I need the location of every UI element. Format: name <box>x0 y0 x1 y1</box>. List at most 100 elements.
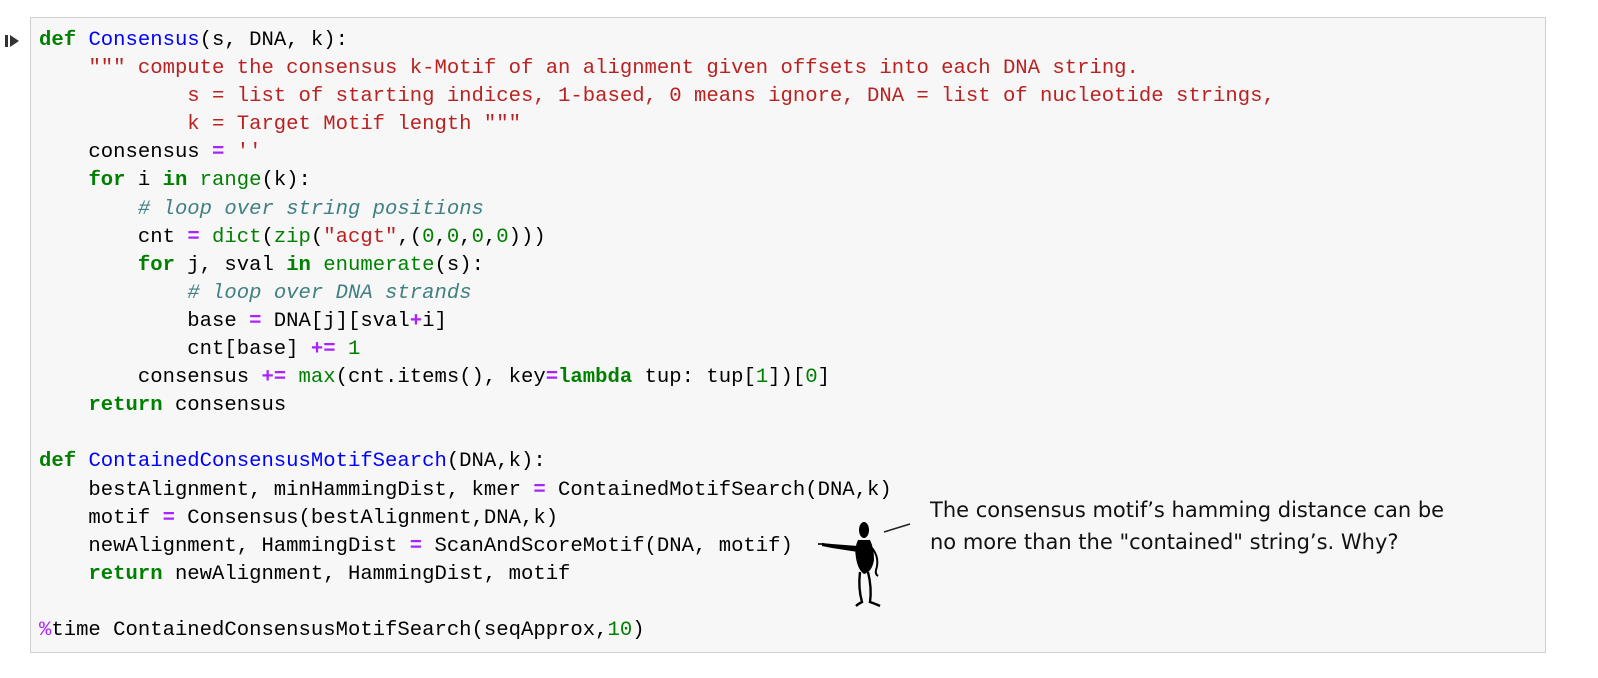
code-token: 10 <box>607 618 633 642</box>
code-token: # loop over DNA strands <box>187 281 472 305</box>
code-token: bestAlignment, minHammingDist, kmer <box>39 478 534 502</box>
code-token: newAlignment, HammingDist, motif <box>162 562 571 586</box>
code-line: """ compute the consensus k-Motif of an … <box>39 55 1275 83</box>
code-token: ( <box>310 225 324 249</box>
code-token: , <box>434 225 447 249</box>
code-line: consensus = '' <box>39 139 1275 167</box>
code-line: cnt[base] += 1 <box>39 336 1275 364</box>
code-token: Consensus <box>88 29 200 52</box>
code-editor[interactable]: def Consensus(s, DNA, k): """ compute th… <box>39 27 1275 645</box>
code-token: += <box>261 366 287 390</box>
code-token: zip <box>273 225 311 249</box>
code-token: 0 <box>422 225 435 249</box>
code-token: 1 <box>755 366 769 390</box>
code-line: return newAlignment, HammingDist, motif <box>39 561 1275 589</box>
code-token: ])[ <box>768 366 806 390</box>
code-token <box>311 254 323 277</box>
code-cell[interactable]: def Consensus(s, DNA, k): """ compute th… <box>30 17 1546 653</box>
code-line: %time ContainedConsensusMotifSearch(seqA… <box>39 617 1275 645</box>
code-token <box>39 282 187 305</box>
code-token: = <box>545 366 559 390</box>
code-token: # loop over string positions <box>137 197 484 221</box>
code-line: motif = Consensus(bestAlignment,DNA,k) <box>39 505 1275 533</box>
code-token: cnt <box>39 225 188 249</box>
code-token <box>39 169 88 192</box>
code-token: range <box>199 169 262 193</box>
code-token: newAlignment, HammingDist <box>39 534 410 558</box>
code-line: def Consensus(s, DNA, k): <box>39 27 1275 55</box>
code-line: base = DNA[j][sval+i] <box>39 308 1275 336</box>
code-token: ] <box>817 366 830 390</box>
code-line: consensus += max(cnt.items(), key=lambda… <box>39 364 1275 392</box>
code-token: (s, DNA, k): <box>199 29 348 52</box>
run-cell-icon[interactable] <box>4 33 20 49</box>
code-token: DNA[j][sval <box>261 309 410 333</box>
code-token: ScanAndScoreMotif(DNA, motif) <box>422 534 793 558</box>
code-token: = <box>409 534 423 558</box>
code-token: def <box>39 29 77 52</box>
code-token: motif <box>39 506 163 530</box>
code-line: def ContainedConsensusMotifSearch(DNA,k)… <box>39 448 1275 476</box>
code-token: = <box>533 478 546 502</box>
code-token: "acgt" <box>323 225 398 249</box>
code-token: ContainedConsensusMotifSearch <box>88 450 447 474</box>
code-token: ContainedMotifSearch(DNA,k) <box>545 478 892 502</box>
code-token <box>286 366 298 389</box>
code-line: for j, sval in enumerate(s): <box>39 252 1275 280</box>
code-token: dict <box>212 225 262 249</box>
code-token: '' <box>236 141 262 165</box>
code-token: j, sval <box>174 253 287 277</box>
code-token <box>336 338 348 361</box>
code-token: consensus <box>39 366 262 390</box>
code-line: s = list of starting indices, 1-based, 0… <box>39 83 1275 111</box>
code-token: ) <box>632 618 645 642</box>
code-token: (cnt.items(), key <box>335 366 546 390</box>
code-token <box>76 450 88 473</box>
code-token: = <box>162 506 175 530</box>
code-token: + <box>409 309 423 333</box>
code-line: bestAlignment, minHammingDist, kmer = Co… <box>39 477 1275 505</box>
code-token: 0 <box>805 366 818 390</box>
code-token: def <box>39 450 77 474</box>
code-token: 0 <box>446 225 460 249</box>
code-token <box>39 57 88 80</box>
code-token: , <box>459 225 472 249</box>
code-token: (s): <box>434 253 484 277</box>
code-token: enumerate <box>323 253 435 277</box>
code-token: ,( <box>397 225 423 249</box>
code-token: ))) <box>508 225 546 249</box>
code-token: = <box>212 141 225 165</box>
code-line: for i in range(k): <box>39 167 1275 195</box>
code-token <box>200 226 212 249</box>
code-token: = <box>249 309 262 333</box>
code-token: return <box>88 562 163 586</box>
annotation-line-2: no more than the "contained" string’s. W… <box>930 530 1399 554</box>
code-line: newAlignment, HammingDist = ScanAndScore… <box>39 533 1275 561</box>
code-token: lambda <box>558 366 633 390</box>
code-line: return consensus <box>39 392 1275 420</box>
code-token: += <box>310 338 336 362</box>
code-token: 0 <box>496 225 509 249</box>
code-token: (DNA,k): <box>446 450 546 474</box>
code-line: k = Target Motif length """ <box>39 111 1275 139</box>
code-token <box>76 29 88 52</box>
code-token: % <box>39 618 52 642</box>
code-token: """ compute the consensus k-Motif of an … <box>88 57 1139 81</box>
code-token: k = Target Motif length """ <box>39 113 521 137</box>
code-line: # loop over string positions <box>39 196 1275 224</box>
code-token: ( <box>261 225 274 249</box>
pointing-stick-figure-icon <box>818 522 911 608</box>
code-token <box>39 254 138 277</box>
code-token: = <box>187 225 200 249</box>
code-token: time ContainedConsensusMotifSearch(seqAp… <box>51 618 608 642</box>
code-token: i] <box>422 309 447 333</box>
code-token <box>39 394 88 417</box>
code-token <box>224 141 236 164</box>
code-token: base <box>39 309 250 333</box>
code-token: in <box>162 169 188 193</box>
code-token <box>187 169 199 192</box>
annotation-line-1: The consensus motif’s hamming distance c… <box>930 498 1445 522</box>
code-line: cnt = dict(zip("acgt",(0,0,0,0))) <box>39 224 1275 252</box>
code-token: , <box>483 225 497 249</box>
code-token: in <box>286 253 311 277</box>
